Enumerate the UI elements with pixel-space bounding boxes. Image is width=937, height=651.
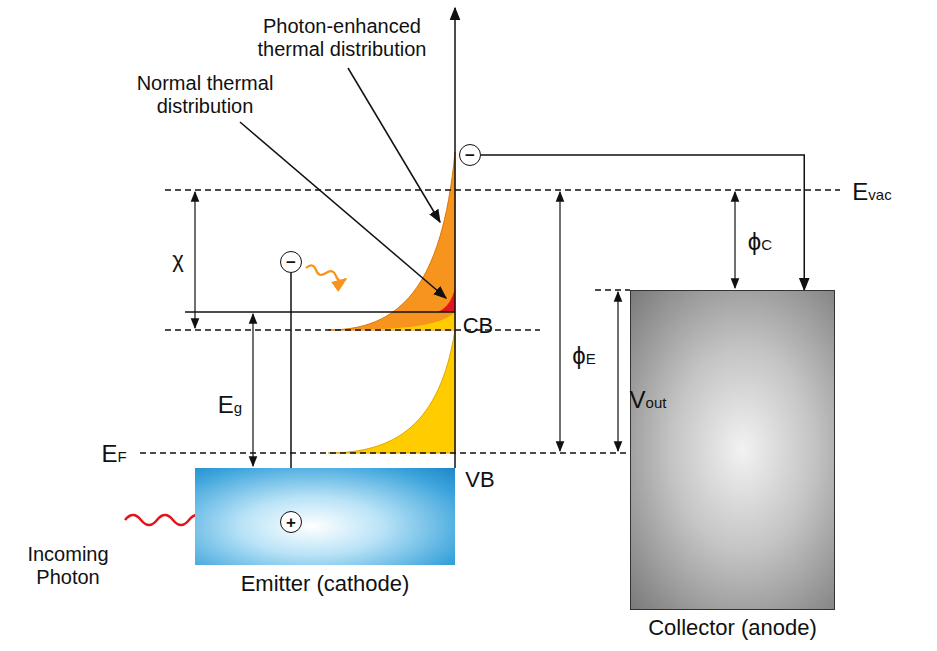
emitter-workfunction-dimension: [559, 192, 560, 451]
band-label: VB: [465, 467, 494, 492]
conduction-band-edge: [185, 311, 455, 313]
dimension-label: Eg: [218, 391, 242, 419]
voltage-dimension: [617, 292, 618, 451]
emission-current-wire: [481, 155, 804, 290]
box-heading: Collector (anode): [648, 615, 817, 641]
excited-electron: −: [280, 251, 302, 273]
collector-electrode: Collector (anode): [630, 290, 835, 610]
gap-dimension: [252, 314, 253, 466]
cb-normal-tail: [438, 288, 455, 312]
cb-normal-fill: [328, 312, 455, 330]
energy-axis: [454, 8, 456, 468]
annotation-text: Photon-enhanced thermal distribution: [242, 15, 442, 61]
emitter-valence-band: Emitter (cathode)+: [195, 468, 455, 565]
thermalization-wave: [306, 265, 346, 280]
charge-sign: −: [465, 147, 475, 164]
level-label: EF: [101, 440, 126, 468]
fermi-level: [140, 452, 628, 453]
collector-workfunction-dimension: [734, 192, 735, 288]
dimension-label: Vout: [630, 386, 667, 414]
charge-sign: −: [286, 254, 296, 271]
dimension-label: ϕC: [748, 228, 772, 256]
level-label: Evac: [852, 178, 891, 206]
charge-sign: +: [286, 514, 296, 531]
symbol-label: χ: [172, 247, 184, 272]
hole: +: [280, 511, 302, 533]
annotation-text: Incoming Photon: [13, 543, 123, 589]
box-heading: Emitter (cathode): [241, 571, 410, 597]
band-label: CB: [463, 313, 494, 338]
annotation-text: Normal thermal distribution: [120, 72, 290, 118]
enhanced-distribution-fill: [328, 152, 455, 330]
vacuum-level: [165, 189, 840, 190]
normal-distribution-fill: [328, 330, 455, 453]
leader-arrow: [240, 122, 446, 298]
collector-level: [595, 289, 630, 290]
leader-arrow: [348, 68, 440, 222]
dimension-label: ϕE: [572, 342, 595, 370]
chi-dimension: [194, 192, 195, 328]
emitted-electron: −: [459, 144, 481, 166]
